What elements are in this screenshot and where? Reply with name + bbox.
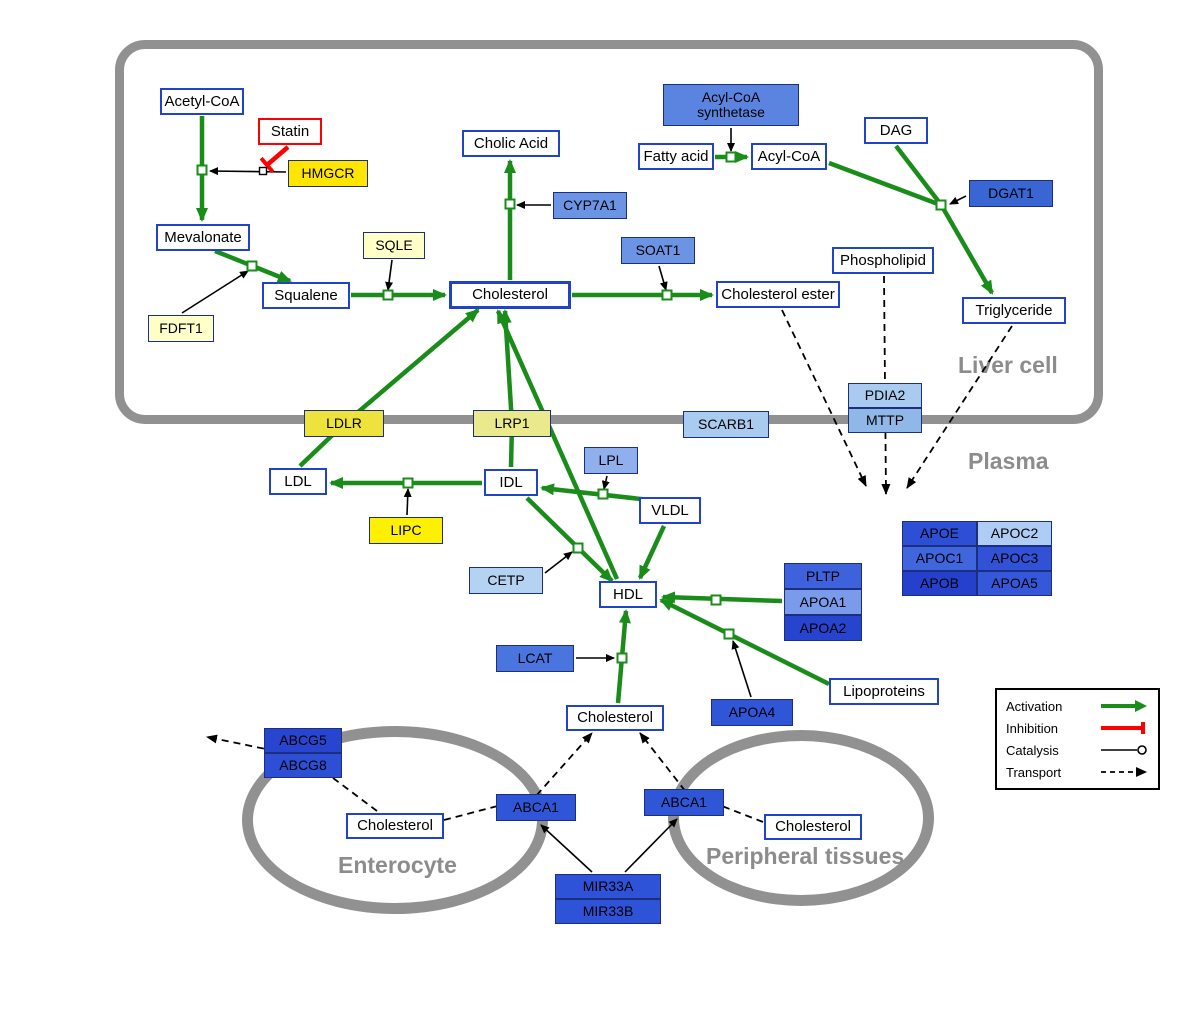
node-lpl[interactable]: LPL: [584, 447, 638, 474]
node-apoa5[interactable]: APOA5: [977, 571, 1052, 596]
node-scarb1[interactable]: SCARB1: [683, 411, 769, 438]
edge-activation-vldl-hdl: [637, 525, 667, 580]
node-abca1-right[interactable]: ABCA1: [644, 789, 724, 816]
reaction-node: [723, 628, 735, 640]
node-ldlr[interactable]: LDLR: [304, 410, 384, 437]
legend-row-transport: Transport: [1006, 764, 1149, 780]
node-hdl[interactable]: HDL: [599, 581, 657, 608]
node-lcat[interactable]: LCAT: [496, 645, 574, 672]
node-fdft1[interactable]: FDFT1: [148, 315, 214, 342]
node-apoa4[interactable]: APOA4: [711, 699, 793, 726]
node-cholesterol-peripheral[interactable]: Cholesterol: [764, 814, 862, 840]
edge-catalysis-lipc: [403, 488, 412, 516]
node-cyp7a1[interactable]: CYP7A1: [553, 192, 627, 219]
reaction-node: [597, 488, 609, 500]
edge-activation-vldl-idl: [540, 483, 651, 503]
legend-row-inhibition: Inhibition: [1006, 720, 1149, 736]
node-apoa2[interactable]: APOA2: [784, 615, 862, 641]
node-apoc1[interactable]: APOC1: [902, 546, 977, 571]
node-lipc[interactable]: LIPC: [369, 517, 443, 544]
legend-transport-label: Transport: [1006, 764, 1062, 780]
node-acetyl-coa[interactable]: Acetyl-CoA: [160, 88, 244, 115]
node-cholic-acid[interactable]: Cholic Acid: [462, 130, 560, 157]
node-mevalonate[interactable]: Mevalonate: [156, 224, 250, 251]
node-pltp[interactable]: PLTP: [784, 563, 862, 589]
enterocyte-label: Enterocyte: [338, 852, 457, 878]
node-lipoproteins[interactable]: Lipoproteins: [829, 678, 939, 705]
node-acyl-coa-synthetase[interactable]: Acyl-CoA synthetase: [663, 84, 799, 126]
catalysis-circle-icon: [1101, 745, 1147, 755]
node-apoc2[interactable]: APOC2: [977, 521, 1052, 546]
edge-catalysis-cetp: [544, 551, 573, 574]
node-apoa1[interactable]: APOA1: [784, 589, 862, 615]
reaction-node: [616, 652, 628, 664]
edge-activation-cholesterol-hdl: [615, 609, 631, 704]
legend-row-activation: Activation: [1006, 698, 1149, 714]
node-idl[interactable]: IDL: [484, 469, 538, 496]
activation-arrow-icon: [1101, 700, 1147, 712]
peripheral-tissues-label: Peripheral tissues: [706, 843, 905, 869]
node-statin[interactable]: Statin: [258, 118, 322, 145]
node-mttp[interactable]: MTTP: [848, 408, 922, 433]
edge-activation-apoa-hdl: [661, 591, 783, 604]
liver-cell-label: Liver cell: [958, 352, 1058, 378]
legend-row-catalysis: Catalysis: [1006, 742, 1149, 758]
node-cholesterol-plasma[interactable]: Cholesterol: [566, 705, 664, 731]
node-mir33a[interactable]: MIR33A: [555, 874, 661, 899]
node-ldl[interactable]: LDL: [269, 468, 327, 495]
node-cholesterol-ester[interactable]: Cholesterol ester: [716, 281, 840, 308]
edge-catalysis-mir33-abca1-left: [540, 824, 593, 873]
node-cholesterol-liver[interactable]: Cholesterol: [449, 281, 571, 309]
edge-catalysis-apoa4: [731, 640, 752, 698]
legend-activation-label: Activation: [1006, 698, 1063, 714]
reaction-node: [572, 542, 584, 554]
inhibition-tee-icon: [1101, 722, 1145, 734]
node-acyl-coa[interactable]: Acyl-CoA: [751, 143, 827, 170]
legend-catalysis-label: Catalysis: [1006, 742, 1059, 758]
node-dag[interactable]: DAG: [864, 117, 928, 144]
legend: Activation Inhibition Catalysis Transpor…: [995, 688, 1160, 790]
node-abca1-left[interactable]: ABCA1: [496, 794, 576, 821]
node-apoc3[interactable]: APOC3: [977, 546, 1052, 571]
node-abcg5[interactable]: ABCG5: [264, 728, 342, 753]
node-squalene[interactable]: Squalene: [262, 282, 350, 309]
node-sqle[interactable]: SQLE: [363, 232, 425, 259]
node-hmgcr[interactable]: HMGCR: [288, 160, 368, 187]
node-mir33b[interactable]: MIR33B: [555, 899, 661, 924]
node-triglyceride[interactable]: Triglyceride: [962, 297, 1066, 324]
reaction-node: [710, 594, 722, 606]
node-phospholipid[interactable]: Phospholipid: [832, 247, 934, 274]
node-cetp[interactable]: CETP: [469, 567, 543, 594]
reaction-node: [402, 477, 414, 489]
legend-inhibition-label: Inhibition: [1006, 720, 1059, 736]
node-apob[interactable]: APOB: [902, 571, 977, 596]
node-apoe[interactable]: APOE: [902, 521, 977, 546]
node-soat1[interactable]: SOAT1: [621, 237, 695, 264]
node-dgat1[interactable]: DGAT1: [969, 180, 1053, 207]
edge-catalysis-lpl: [601, 475, 610, 490]
plasma-label: Plasma: [968, 448, 1049, 474]
node-lrp1[interactable]: LRP1: [473, 410, 551, 437]
transport-arrow-icon: [1101, 767, 1147, 777]
liver-cell-membrane: [115, 40, 1103, 424]
node-abcg8[interactable]: ABCG8: [264, 753, 342, 778]
node-vldl[interactable]: VLDL: [639, 497, 701, 524]
node-cholesterol-enterocyte[interactable]: Cholesterol: [346, 813, 444, 839]
node-pdia2[interactable]: PDIA2: [848, 383, 922, 408]
node-fatty-acid[interactable]: Fatty acid: [638, 143, 714, 170]
